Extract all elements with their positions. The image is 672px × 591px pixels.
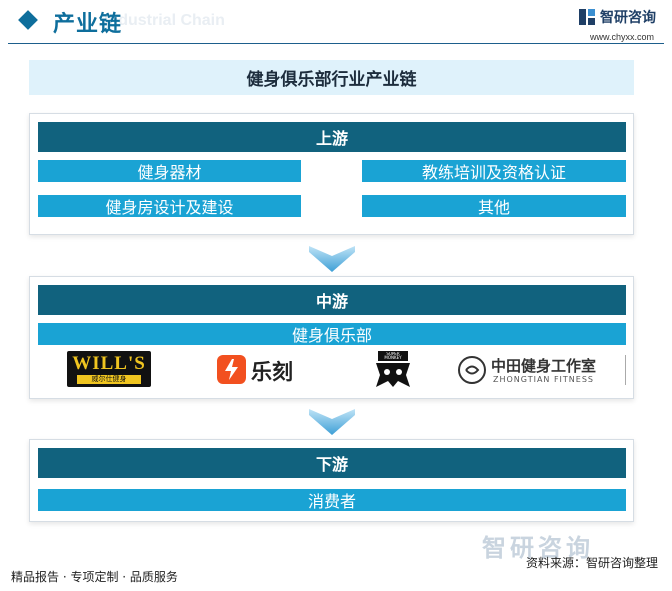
upstream-item-other: 其他 bbox=[362, 195, 626, 217]
upstream-label: 上游 bbox=[38, 122, 626, 152]
midstream-item-club: 健身俱乐部 bbox=[38, 323, 626, 345]
leke-logo-icon bbox=[217, 355, 246, 384]
upstream-item-equipment: 健身器材 bbox=[38, 160, 301, 182]
source-note: 资料来源：智研咨询整理 bbox=[525, 556, 658, 570]
downstream-section: 下游 消费者 bbox=[29, 439, 634, 522]
header-watermark: Industrial Chain bbox=[104, 12, 225, 29]
downstream-item-consumer: 消费者 bbox=[38, 489, 626, 511]
zhongtian-logo: 中田健身工作室 ZHONGTIAN FITNESS bbox=[457, 355, 627, 389]
down-arrow-icon bbox=[309, 246, 355, 272]
midstream-section: 中游 健身俱乐部 WILL'S 威尔仕健身 乐刻 SUPER MONKEY 中田… bbox=[29, 276, 634, 399]
header-divider bbox=[8, 43, 664, 44]
zhongtian-logo-sub: ZHONGTIAN FITNESS bbox=[493, 375, 594, 384]
brand-logo: 智研咨询 bbox=[578, 7, 656, 27]
footer-watermark: 智研咨询 bbox=[482, 534, 594, 562]
down-arrow-icon bbox=[309, 409, 355, 435]
leke-logo: 乐刻 bbox=[217, 355, 317, 387]
zhongtian-logo-icon bbox=[458, 356, 486, 384]
footer-slogan: 精品报告 · 专项定制 · 品质服务 bbox=[11, 570, 178, 584]
super-monkey-icon bbox=[376, 351, 410, 387]
wills-logo-text: WILL'S bbox=[72, 353, 146, 374]
brand-name: 智研咨询 bbox=[600, 10, 656, 26]
leke-logo-text: 乐刻 bbox=[251, 360, 293, 384]
brand-url: www.chyxx.com bbox=[589, 32, 654, 42]
diamond-icon bbox=[18, 10, 38, 30]
wills-logo: WILL'S 威尔仕健身 bbox=[67, 351, 151, 387]
zhongtian-logo-text: 中田健身工作室 bbox=[491, 357, 597, 375]
wills-logo-sub: 威尔仕健身 bbox=[77, 375, 141, 384]
header: Industrial Chain 产业链 智研咨询 www.chyxx.com bbox=[0, 0, 672, 44]
downstream-label: 下游 bbox=[38, 448, 626, 478]
header-title: 产业链 bbox=[53, 12, 123, 37]
upstream-item-design: 健身房设计及建设 bbox=[38, 195, 301, 217]
brand-logo-icon bbox=[579, 9, 595, 25]
midstream-label: 中游 bbox=[38, 285, 626, 315]
upstream-item-training: 教练培训及资格认证 bbox=[362, 160, 626, 182]
upstream-section: 上游 健身器材 教练培训及资格认证 健身房设计及建设 其他 bbox=[29, 113, 634, 235]
logo-divider bbox=[625, 355, 626, 385]
super-monkey-text: SUPER MONKEY bbox=[384, 352, 402, 360]
super-monkey-logo: SUPER MONKEY bbox=[372, 351, 414, 389]
diagram-title: 健身俱乐部行业产业链 bbox=[29, 60, 634, 95]
